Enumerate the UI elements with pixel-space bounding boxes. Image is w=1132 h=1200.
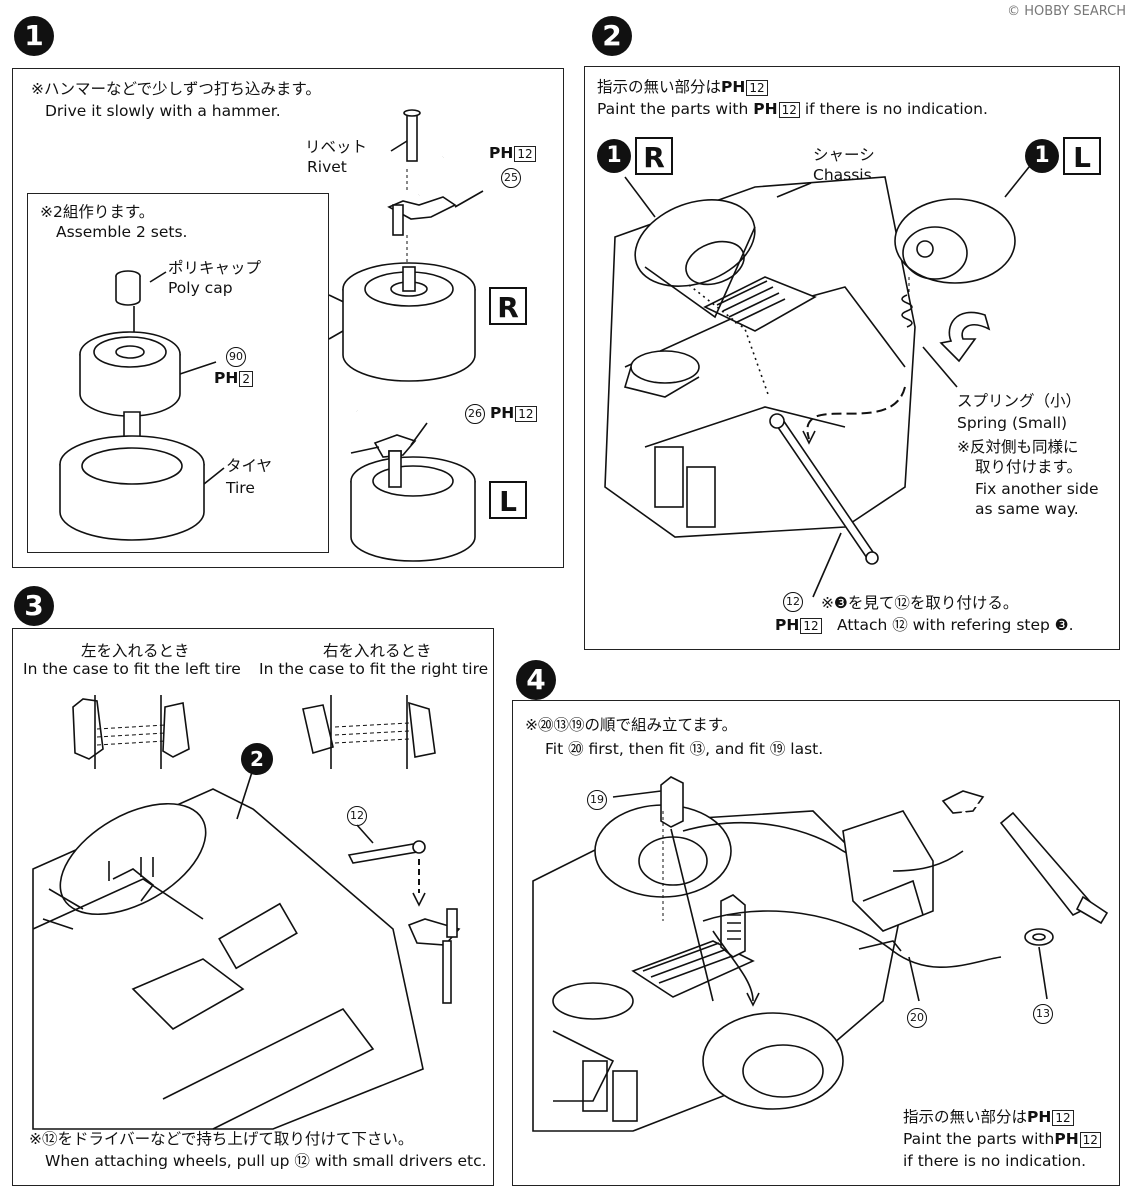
s3-ref-step-2: 2 bbox=[241, 743, 273, 775]
s4-paint-note-en-2: if there is no indication. bbox=[903, 1152, 1087, 1170]
s4-note-jp: ※⑳⑬⑲の順で組み立てます。 bbox=[525, 716, 738, 734]
attach-note-en: Attach ⑫ with refering step ❸. bbox=[837, 616, 1074, 634]
side-note-jp-2: 取り付けます。 bbox=[975, 458, 1082, 476]
wheel-assembly-drawing bbox=[59, 270, 225, 541]
step-1-note-en: Drive it slowly with a hammer. bbox=[45, 102, 281, 120]
sub-note-en: Assemble 2 sets. bbox=[56, 223, 188, 241]
s4-part-20-label: 20 bbox=[907, 1007, 927, 1028]
assemble-2-sets-box: ※2組作ります。 Assemble 2 sets. ポリキャップ Poly ca… bbox=[27, 193, 329, 553]
s3-note-en: When attaching wheels, pull up ⑫ with sm… bbox=[45, 1152, 487, 1170]
label-r-s2: R bbox=[635, 137, 673, 175]
step-3-panel: 左を入れるとき In the case to fit the left tire… bbox=[12, 628, 494, 1186]
polycap-label-jp: ポリキャップ bbox=[168, 259, 262, 277]
rivet-label-en: Rivet bbox=[307, 158, 347, 176]
attach-note-jp: ※❸を見て⑫を取り付ける。 bbox=[821, 594, 1019, 612]
sub-note-jp: ※2組作ります。 bbox=[40, 203, 155, 221]
spring-label-en: Spring (Small) bbox=[957, 414, 1068, 432]
step-1-note-jp: ※ハンマーなどで少しずつ打ち込みます。 bbox=[31, 80, 321, 98]
step-3-badge: 3 bbox=[14, 586, 54, 626]
s2-ref-step-1-r: 1 bbox=[597, 139, 631, 173]
step-4-badge: 4 bbox=[516, 660, 556, 700]
step-3-drawing bbox=[32, 695, 461, 1130]
side-note-en-1: Fix another side bbox=[975, 480, 1099, 498]
left-case-en: In the case to fit the left tire bbox=[23, 660, 241, 678]
s4-part-19-label: 19 bbox=[587, 789, 607, 810]
s3-note-jp: ※⑫をドライバーなどで持ち上げて取り付けて下さい。 bbox=[29, 1130, 414, 1148]
tire-label-jp: タイヤ bbox=[226, 457, 273, 475]
step-4-drawing bbox=[532, 776, 1109, 1132]
spring-label-jp: スプリング（小） bbox=[957, 392, 1082, 410]
step-2-badge: 2 bbox=[592, 16, 632, 56]
side-note-jp-1: ※反対側も同様に bbox=[957, 438, 1079, 456]
watermark: © HOBBY SEARCH bbox=[1007, 4, 1126, 19]
left-wheel-drawing bbox=[350, 409, 476, 562]
right-case-jp: 右を入れるとき bbox=[323, 642, 432, 660]
step-1-badge: 1 bbox=[14, 16, 54, 56]
right-case-en: In the case to fit the right tire bbox=[259, 660, 489, 678]
polycap-label-en: Poly cap bbox=[168, 279, 233, 297]
s4-note-en: Fit ⑳ first, then fit ⑬, and fit ⑲ last. bbox=[545, 740, 824, 758]
step-1-panel: ※ハンマーなどで少しずつ打ち込みます。 Drive it slowly with… bbox=[12, 68, 564, 568]
tire-label-en: Tire bbox=[226, 479, 255, 497]
s2-ref-step-1-l: 1 bbox=[1025, 139, 1059, 173]
s4-part-13-label: 13 bbox=[1033, 1003, 1053, 1024]
s2-part-12-label: 12 bbox=[783, 591, 803, 612]
left-case-jp: 左を入れるとき bbox=[81, 642, 190, 660]
rivet-label-jp: リベット bbox=[305, 138, 368, 156]
part-25-label: 25 bbox=[501, 167, 521, 188]
chassis-drawing-s2 bbox=[604, 156, 1038, 598]
part-90-label: 90 bbox=[226, 346, 246, 367]
label-l-s1: L bbox=[489, 481, 527, 519]
step-4-panel: ※⑳⑬⑲の順で組み立てます。 Fit ⑳ first, then fit ⑬, … bbox=[512, 700, 1120, 1186]
chassis-label-jp: シャーシ bbox=[813, 146, 875, 164]
label-r-s1: R bbox=[489, 287, 527, 325]
rivet-knuckle-drawing bbox=[342, 109, 484, 382]
label-l-s2: L bbox=[1063, 137, 1101, 175]
side-note-en-2: as same way. bbox=[975, 500, 1079, 518]
